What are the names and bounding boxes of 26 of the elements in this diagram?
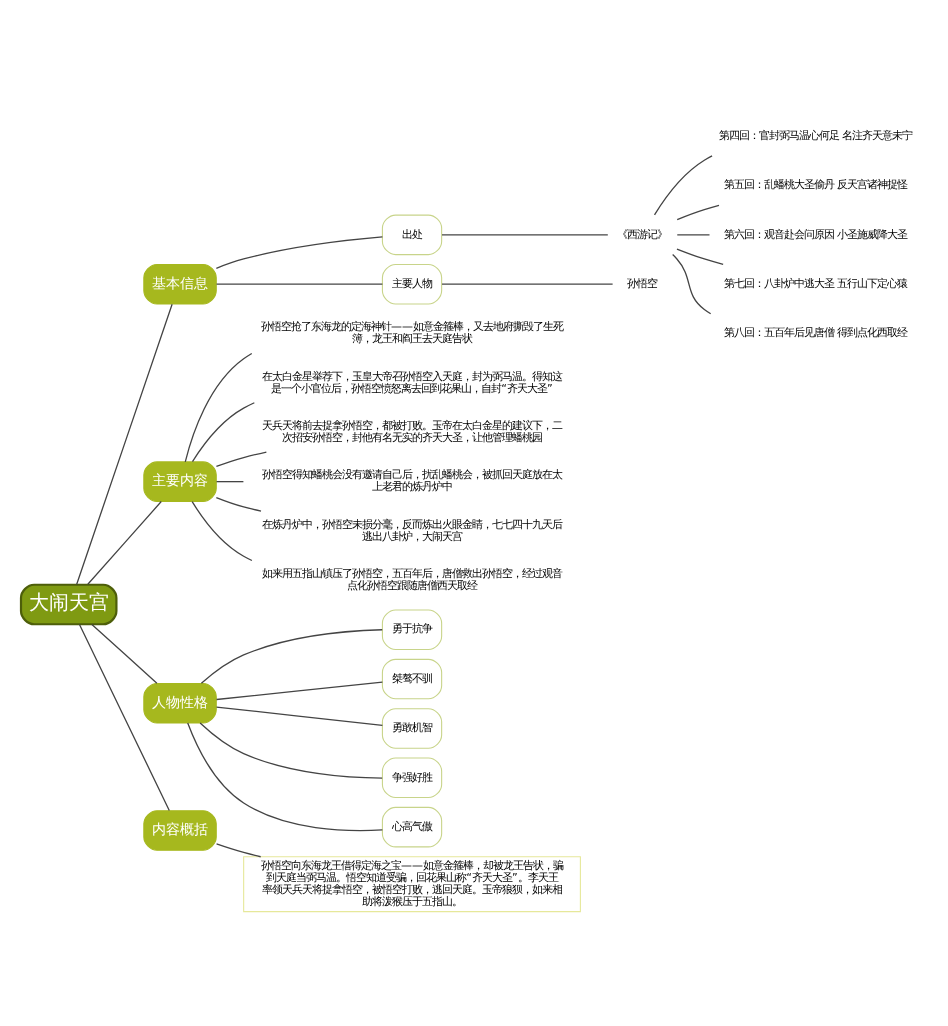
connector	[676, 233, 711, 235]
connector	[215, 705, 384, 725]
connector	[191, 500, 253, 561]
connector	[215, 495, 262, 511]
connector	[676, 203, 720, 220]
connector	[215, 842, 262, 857]
connector	[676, 247, 724, 265]
connector	[199, 721, 383, 778]
connector	[215, 450, 268, 467]
connector	[87, 499, 162, 584]
connector	[215, 235, 384, 268]
connector	[215, 282, 384, 284]
connector	[672, 252, 712, 314]
connector	[653, 154, 713, 215]
connector	[187, 721, 384, 831]
connector	[191, 401, 255, 462]
connector	[215, 680, 384, 700]
connector	[441, 233, 609, 235]
connector	[75, 302, 173, 585]
connector	[184, 351, 253, 462]
connector	[91, 622, 158, 683]
connector	[200, 628, 383, 683]
connector	[78, 622, 170, 811]
connector	[215, 479, 245, 482]
node-box: 大闹天宫	[19, 582, 118, 625]
connector	[441, 282, 614, 284]
